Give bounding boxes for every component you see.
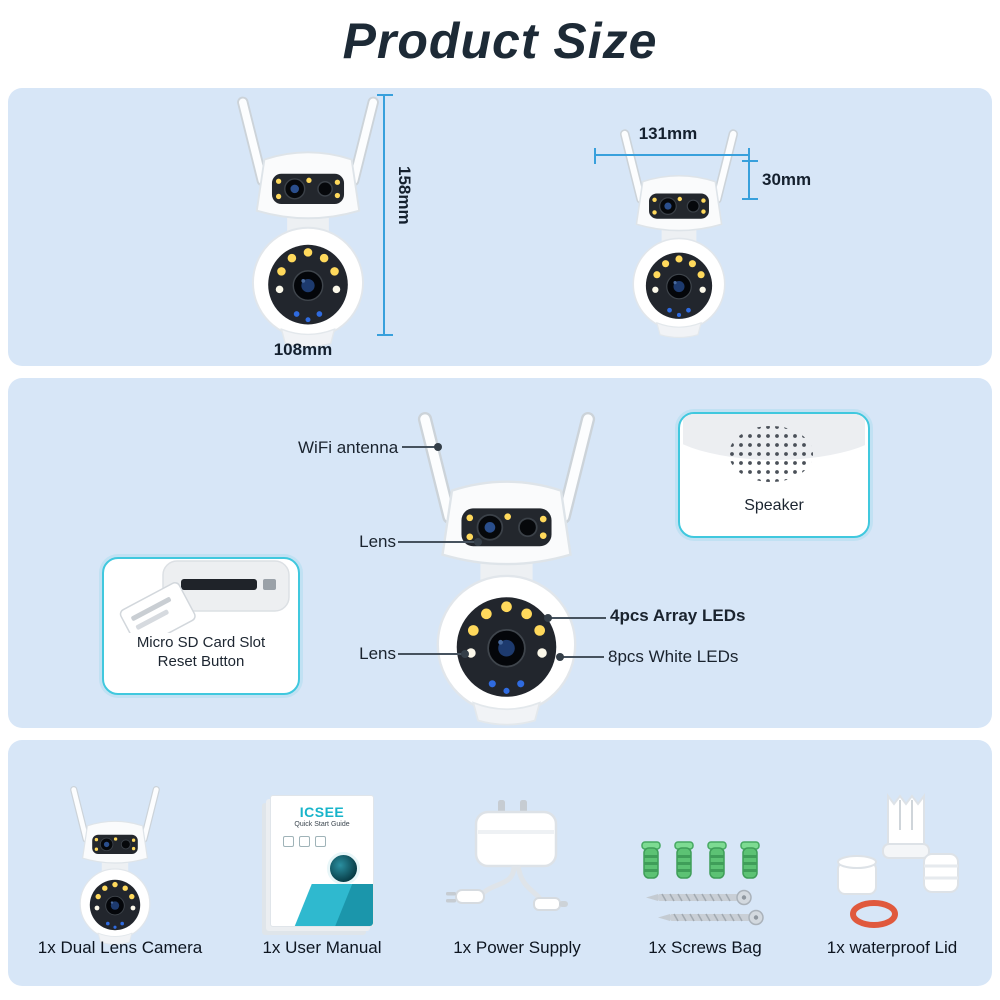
leader-dot	[544, 614, 552, 622]
lens-bottom-label: Lens	[359, 644, 396, 663]
manual-subtitle-text: Quick Start Guide	[294, 821, 350, 828]
leader-dot	[434, 443, 442, 451]
wifi-antenna-leader	[402, 443, 442, 451]
leader-dot	[461, 650, 469, 658]
lens-bottom-leader	[398, 650, 469, 658]
camera-package-illustration	[55, 785, 175, 947]
size-panel: 158mm 108mm 131mm 30mm	[8, 88, 992, 366]
package-label-camera: 1x Dual Lens Camera	[37, 938, 203, 957]
wifi-antenna-label: WiFi antenna	[298, 438, 399, 457]
package-label-lid: 1x waterproof Lid	[826, 938, 958, 957]
height-dimension-line	[377, 94, 393, 336]
depth-dimension-label: 30mm	[762, 170, 812, 189]
lens-top-leader	[398, 538, 482, 546]
screws-bag-illustration	[641, 841, 764, 926]
page-title: Product Size	[342, 13, 658, 69]
speaker-label: Speaker	[744, 497, 804, 514]
white-leds-label: 8pcs White LEDs	[608, 647, 739, 666]
manual-icons	[283, 836, 326, 847]
user-manual-illustration: ICSEE Quick Start Guide	[270, 795, 374, 927]
sd-card-slot-label: Micro SD Card Slot	[136, 634, 266, 651]
camera-feature-illustration	[388, 410, 625, 730]
manual-lens-photo	[327, 852, 360, 885]
package-label-power: 1x Power Supply	[453, 938, 581, 957]
sd-card-illustration	[119, 560, 290, 633]
camera-front-illustration	[213, 95, 403, 351]
reset-button-label: Reset Button	[157, 653, 245, 670]
package-panel: ICSEE Quick Start Guide	[8, 740, 992, 986]
sd-card-callout: Micro SD Card Slot Reset Button	[102, 557, 300, 695]
depth-dimension-line	[742, 160, 758, 200]
leader-dot	[556, 653, 564, 661]
white-leds-leader	[556, 653, 604, 661]
lens-top-label: Lens	[359, 532, 396, 551]
array-leds-label: 4pcs Array LEDs	[610, 606, 746, 625]
leader-dot	[474, 538, 482, 546]
camera-side-illustration	[600, 128, 758, 341]
top-width-dimension-line	[594, 148, 750, 164]
manual-brand-text: ICSEE	[299, 804, 345, 820]
power-supply-illustration	[446, 800, 568, 911]
height-dimension-label: 158mm	[395, 166, 414, 225]
waterproof-lid-illustration	[837, 793, 959, 928]
width-dimension-label: 108mm	[273, 340, 333, 359]
speaker-illustration	[683, 414, 865, 482]
top-width-dimension-label: 131mm	[638, 124, 698, 143]
speaker-callout: Speaker	[678, 412, 870, 538]
package-label-screws: 1x Screws Bag	[648, 938, 762, 957]
array-leds-leader	[544, 614, 606, 622]
manual-teal-wedge	[271, 884, 373, 926]
package-label-manual: 1x User Manual	[262, 938, 382, 957]
features-panel: WiFi antenna Lens Lens 4pcs Array LEDs 8…	[8, 378, 992, 728]
